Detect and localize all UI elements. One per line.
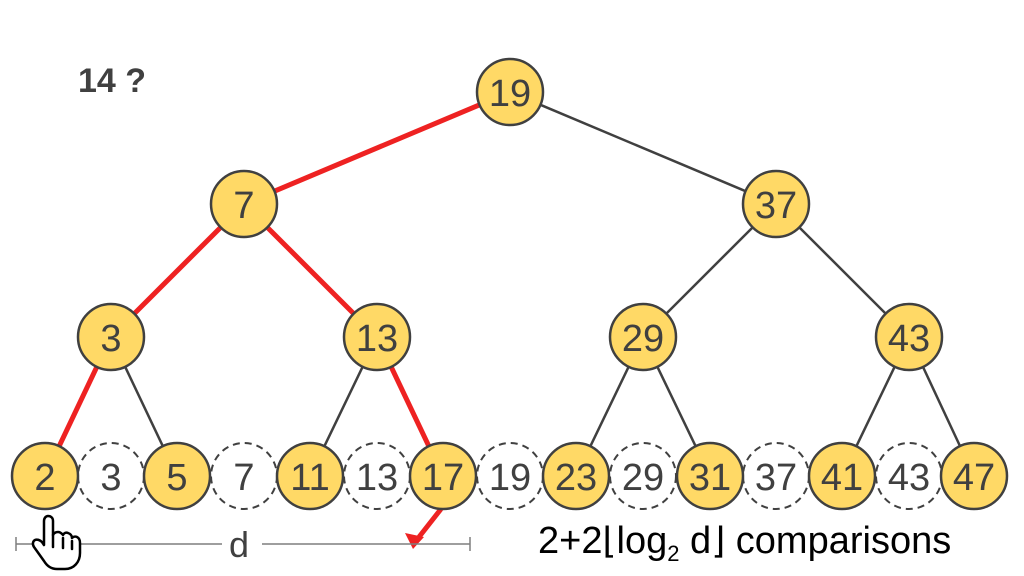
formula-suffix: comparisons <box>725 520 952 562</box>
highlighted-edge <box>265 225 356 316</box>
gap-node-label: 43 <box>888 457 930 499</box>
highlighted-edge <box>273 102 481 194</box>
tree-edge <box>539 103 747 193</box>
tree-node-label: 2 <box>34 457 55 499</box>
gap-node: 43 <box>875 442 943 510</box>
tree-node: 2 <box>10 441 80 511</box>
tree-node-label: 29 <box>622 318 664 360</box>
formula-prefix: 2+2 <box>538 520 603 562</box>
gap-node-label: 7 <box>233 457 254 499</box>
tree-node: 47 <box>939 441 1009 511</box>
tree-node: 41 <box>807 441 877 511</box>
tree-node-label: 31 <box>689 457 731 499</box>
formula-log-base: 2 <box>667 541 680 566</box>
tree-node-label: 13 <box>356 318 398 360</box>
gap-node: 7 <box>210 442 278 510</box>
tree-node: 29 <box>608 302 678 372</box>
tree-node-label: 23 <box>555 457 597 499</box>
gap-node: 29 <box>609 442 677 510</box>
distance-label: d <box>229 524 250 565</box>
complexity-formula: 2+2⌊log2 d⌋ comparisons <box>538 520 952 566</box>
tree-edge <box>921 366 962 447</box>
query-label: 14 ? <box>78 62 147 100</box>
search-arrow-head <box>405 533 424 549</box>
gap-node-label: 29 <box>622 457 664 499</box>
tree-node-label: 37 <box>755 185 797 227</box>
search-arrow <box>417 507 443 539</box>
tree-edges <box>56 102 962 549</box>
tree-node-label: 19 <box>489 73 531 115</box>
gap-node: 3 <box>77 442 145 510</box>
highlighted-edge <box>56 365 100 448</box>
tree-node-label: 5 <box>166 457 187 499</box>
tree-node-label: 47 <box>953 457 995 499</box>
gap-node-label: 37 <box>755 457 797 499</box>
tree-edge <box>589 366 630 447</box>
gap-node: 37 <box>742 442 810 510</box>
tree-node-label: 11 <box>290 457 329 499</box>
highlighted-edge <box>132 225 223 316</box>
gap-node-label: 13 <box>356 457 398 499</box>
tree-node: 17 <box>408 441 478 511</box>
tree-edge <box>323 366 364 447</box>
tree-node: 7 <box>209 169 279 239</box>
tree-node-label: 17 <box>422 457 464 499</box>
tree-node-label: 3 <box>100 318 121 360</box>
tree-node: 31 <box>675 441 745 511</box>
tree-node-label: 43 <box>888 318 930 360</box>
gap-node-label: 3 <box>100 457 121 499</box>
tree-edge <box>798 226 887 315</box>
formula-log: log <box>616 520 668 562</box>
tree-edge <box>665 226 754 315</box>
tree-edge <box>855 366 896 447</box>
tree-node: 11 <box>275 441 345 511</box>
pointing-hand-icon <box>31 514 82 571</box>
gap-node: 19 <box>476 442 544 510</box>
tree-node: 23 <box>541 441 611 511</box>
tree-edge <box>124 366 164 447</box>
gap-node-label: 19 <box>489 457 531 499</box>
gap-node: 13 <box>343 442 411 510</box>
floor-left-bracket: ⌊ <box>602 521 617 562</box>
tree-node: 5 <box>142 441 212 511</box>
tree-node: 43 <box>874 302 944 372</box>
tree-node-label: 7 <box>233 185 254 227</box>
floor-right-bracket: ⌋ <box>711 521 726 562</box>
formula-arg: d <box>679 520 712 562</box>
tree-node: 37 <box>741 169 811 239</box>
tree-node: 3 <box>76 302 146 372</box>
tree-node-label: 41 <box>821 457 863 499</box>
tree-node: 19 <box>475 57 545 127</box>
tree-edge <box>656 366 697 447</box>
tree-node: 13 <box>342 302 412 372</box>
highlighted-edge <box>388 365 432 448</box>
